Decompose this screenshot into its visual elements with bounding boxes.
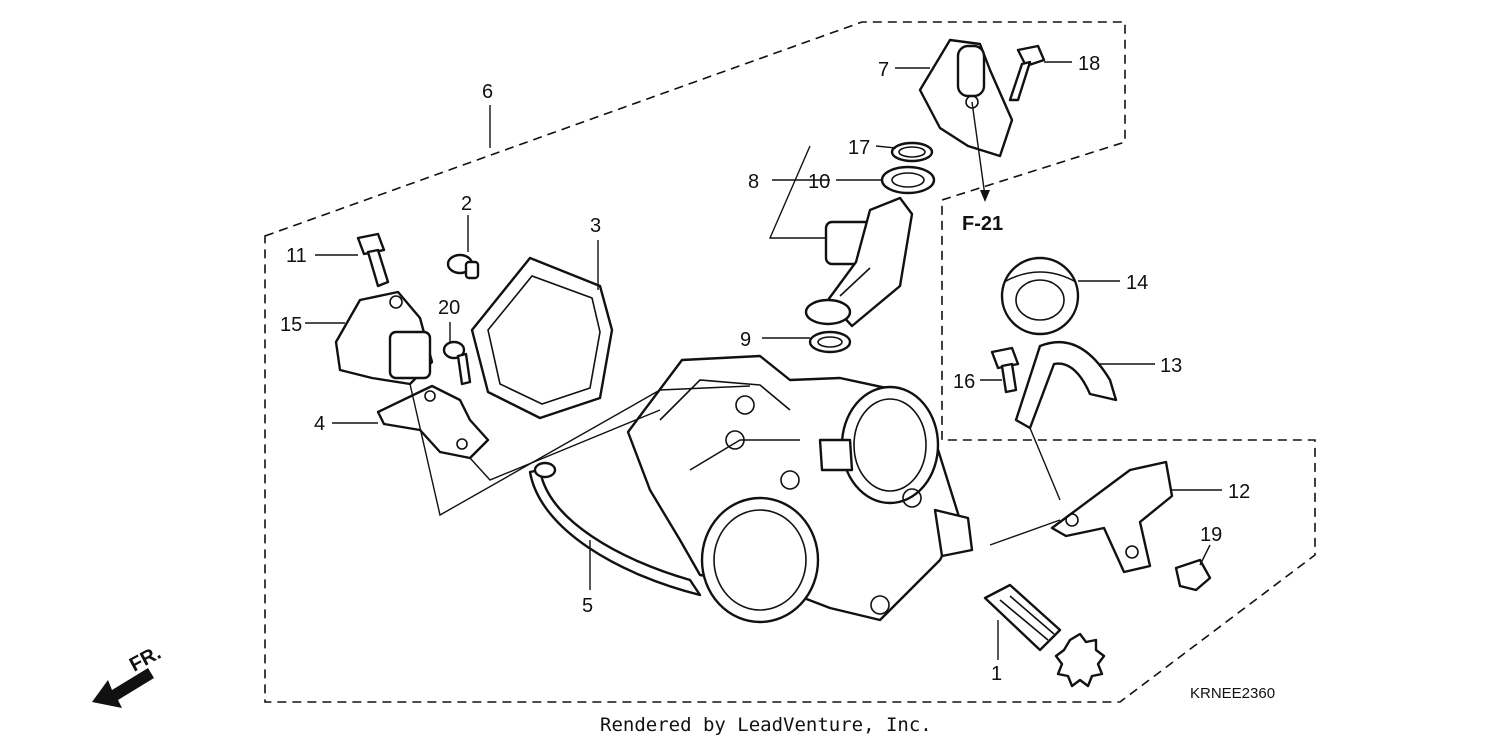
bolt-16[interactable] <box>990 346 1020 394</box>
front-direction-indicator: FR. <box>92 642 165 708</box>
callout-10: 10 <box>808 171 830 193</box>
fuel-injector[interactable] <box>804 196 914 328</box>
diagram-code: KRNEE2360 <box>1190 685 1275 702</box>
callout-12: 12 <box>1228 481 1250 503</box>
callout-3: 3 <box>590 215 601 237</box>
bolt-18[interactable] <box>1008 44 1046 102</box>
o-ring-9[interactable] <box>808 330 852 354</box>
hose[interactable] <box>528 461 702 597</box>
sensor-cover[interactable] <box>470 256 614 420</box>
throttle-position-sensor[interactable] <box>334 290 434 386</box>
screw-20[interactable] <box>442 340 472 386</box>
callout-14: 14 <box>1126 272 1148 294</box>
clamp[interactable] <box>1014 341 1118 430</box>
assembly-boundary <box>264 21 1316 703</box>
map-sensor[interactable] <box>918 38 1014 158</box>
callout-7: 7 <box>878 59 889 81</box>
callout-6: 6 <box>482 81 493 103</box>
callout-16: 16 <box>953 371 975 393</box>
o-ring-17[interactable] <box>890 141 934 163</box>
sensor-bracket[interactable] <box>376 384 490 460</box>
callout-2: 2 <box>461 193 472 215</box>
render-credit: Rendered by LeadVenture, Inc. <box>600 714 932 736</box>
cross-reference-label: F-21 <box>962 213 1003 235</box>
callout-8: 8 <box>748 171 759 193</box>
seal-ring-10[interactable] <box>880 165 936 195</box>
callout-4: 4 <box>314 413 325 435</box>
callout-20: 20 <box>438 297 460 319</box>
callout-17: 17 <box>848 137 870 159</box>
callout-15: 15 <box>280 314 302 336</box>
grommet[interactable] <box>1000 256 1080 336</box>
bolt-11[interactable] <box>356 232 390 288</box>
idle-air-control-valve[interactable] <box>983 583 1106 688</box>
front-direction-label: FR. <box>126 642 165 677</box>
bolt-2[interactable] <box>446 253 480 280</box>
callout-18: 18 <box>1078 53 1100 75</box>
front-arrow-icon <box>92 668 154 708</box>
leader-lines <box>305 61 1222 660</box>
bolt-19[interactable] <box>1174 558 1212 592</box>
callout-19: 19 <box>1200 524 1222 546</box>
stay-bracket[interactable] <box>1050 460 1174 574</box>
callout-13: 13 <box>1160 355 1182 377</box>
throttle-body[interactable] <box>626 354 974 624</box>
callout-numbers: 1 2 3 4 5 6 7 8 9 10 11 12 13 14 15 16 1… <box>280 53 1250 685</box>
callout-9: 9 <box>740 329 751 351</box>
callout-11: 11 <box>286 245 307 267</box>
callout-1: 1 <box>991 663 1002 685</box>
callout-5: 5 <box>582 595 593 617</box>
